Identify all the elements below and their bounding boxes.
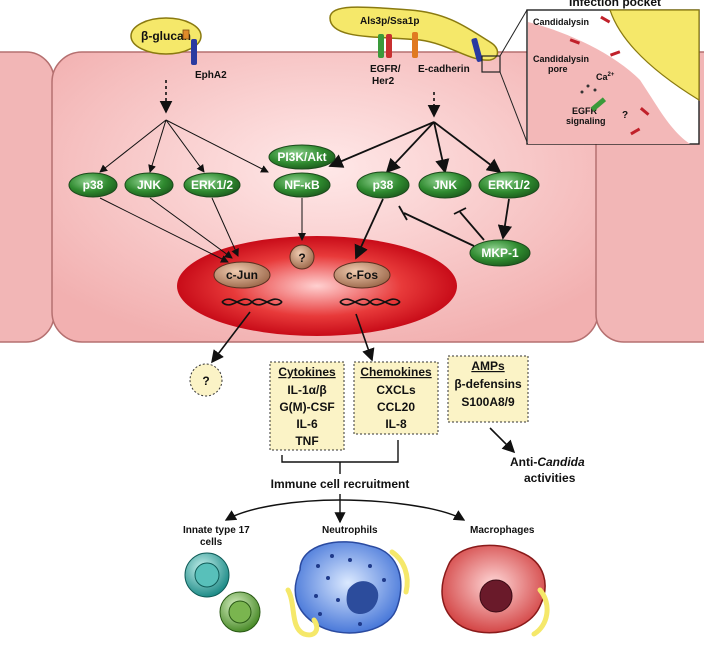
node-p38-left: p38	[68, 172, 118, 198]
e-cadherin-label: E-cadherin	[418, 64, 470, 75]
calcium-label: Ca2+	[596, 72, 615, 82]
anti-candida-line2: activities	[524, 471, 576, 485]
anti-candida-line1: Anti-Candida	[510, 455, 585, 469]
macrophage-cell	[441, 544, 550, 637]
chemokines-box: Chemokines CXCLs CCL20 IL-8	[353, 361, 439, 435]
outcome-unknown: ?	[189, 363, 223, 397]
nucleus	[177, 236, 457, 336]
amp-item: S100A8/9	[461, 395, 515, 409]
amps-title: AMPs	[471, 359, 505, 373]
pore-label-line2: pore	[548, 64, 568, 74]
p38-right-label: p38	[373, 178, 394, 192]
calcium-text: Ca	[596, 72, 608, 82]
dna-strands	[221, 298, 401, 306]
cytokines-title: Cytokines	[278, 365, 336, 379]
mkp1-label: MKP-1	[481, 246, 519, 260]
jnk-left-label: JNK	[137, 178, 161, 192]
pocket-egfr	[590, 97, 607, 112]
node-nfkb: NF-κB	[273, 172, 331, 198]
candidalysin-label: Candidalysin	[533, 17, 589, 27]
innate-cell-teal	[184, 552, 230, 598]
epha2-label: EphA2	[195, 70, 227, 81]
nfkb-label: NF-κB	[284, 178, 320, 192]
egfr-her2-receptor	[378, 34, 384, 58]
egfr-signal-label-line1: EGFR	[572, 106, 598, 116]
chemokine-item: IL-8	[385, 417, 407, 431]
cytokine-item: TNF	[295, 434, 318, 448]
infection-pocket-inset: Infection pocket Candidalysin Candidalys…	[526, 0, 700, 145]
innate-label-line2: cells	[200, 537, 223, 548]
node-jnk-right: JNK	[418, 171, 472, 199]
node-erk-left: ERK1/2	[183, 172, 241, 198]
candidalysin-peptides	[569, 15, 650, 136]
chemokine-item: CCL20	[377, 400, 415, 414]
node-pi3k-akt: PI3K/Akt	[268, 144, 336, 170]
egfr-label-line2: Her2	[372, 76, 395, 87]
anti-italic: Candida	[537, 455, 585, 469]
egfr-label-line1: EGFR/	[370, 64, 401, 75]
cytokines-box: Cytokines IL-1α/β G(M)-CSF IL-6 TNF	[269, 361, 345, 451]
chemokine-item: CXCLs	[376, 383, 416, 397]
node-jnk-left: JNK	[124, 172, 174, 198]
cjun-label: c-Jun	[226, 268, 258, 282]
macrophages-label: Macrophages	[470, 525, 535, 536]
pocket-question: ?	[622, 110, 628, 121]
node-nucleus-unknown: ?	[289, 244, 315, 270]
node-cjun: c-Jun	[213, 261, 271, 289]
beta-glucan-ligand: β-glucan	[130, 17, 202, 55]
immune-recruitment-label: Immune cell recruitment	[271, 477, 410, 491]
cfos-label: c-Fos	[346, 268, 378, 282]
infection-pocket-title: Infection pocket	[569, 0, 661, 9]
innate-label-line1: Innate type 17	[183, 525, 250, 536]
neutrophils-label: Neutrophils	[322, 525, 378, 536]
jnk-right-label: JNK	[433, 178, 457, 192]
node-erk-right: ERK1/2	[478, 171, 540, 199]
nucleus-unknown-label: ?	[298, 251, 305, 265]
e-cadherin-receptor	[412, 32, 418, 58]
her2-receptor	[386, 34, 392, 58]
epha2-receptor	[191, 39, 197, 65]
node-cfos: c-Fos	[333, 261, 391, 289]
amp-item: β-defensins	[454, 377, 522, 391]
hypha-receptor-blue	[471, 38, 483, 62]
erk-left-label: ERK1/2	[191, 178, 233, 192]
cytokine-item: IL-1α/β	[287, 383, 326, 397]
cytokine-item: IL-6	[296, 417, 318, 431]
als3-ssa1-label: Als3p/Ssa1p	[360, 16, 419, 27]
innate-cell-green	[219, 591, 261, 633]
neutrophil-cell	[285, 541, 410, 638]
anti-prefix: Anti-	[510, 455, 537, 469]
outcome-unknown-label: ?	[202, 374, 209, 388]
node-mkp1: MKP-1	[469, 239, 531, 267]
pore-label-line1: Candidalysin	[533, 54, 589, 64]
beta-glucan-label: β-glucan	[141, 29, 191, 43]
amps-box: AMPs β-defensins S100A8/9	[447, 355, 529, 423]
egfr-signal-label-line2: signaling	[566, 116, 606, 126]
pi3k-label: PI3K/Akt	[277, 150, 326, 164]
node-p38-right: p38	[356, 171, 410, 199]
p38-left-label: p38	[83, 178, 104, 192]
pocket-zoom-box	[481, 55, 501, 73]
cytokine-item: G(M)-CSF	[279, 400, 334, 414]
erk-right-label: ERK1/2	[488, 178, 530, 192]
calcium-sup: 2+	[608, 72, 615, 78]
chemokines-title: Chemokines	[360, 365, 432, 379]
